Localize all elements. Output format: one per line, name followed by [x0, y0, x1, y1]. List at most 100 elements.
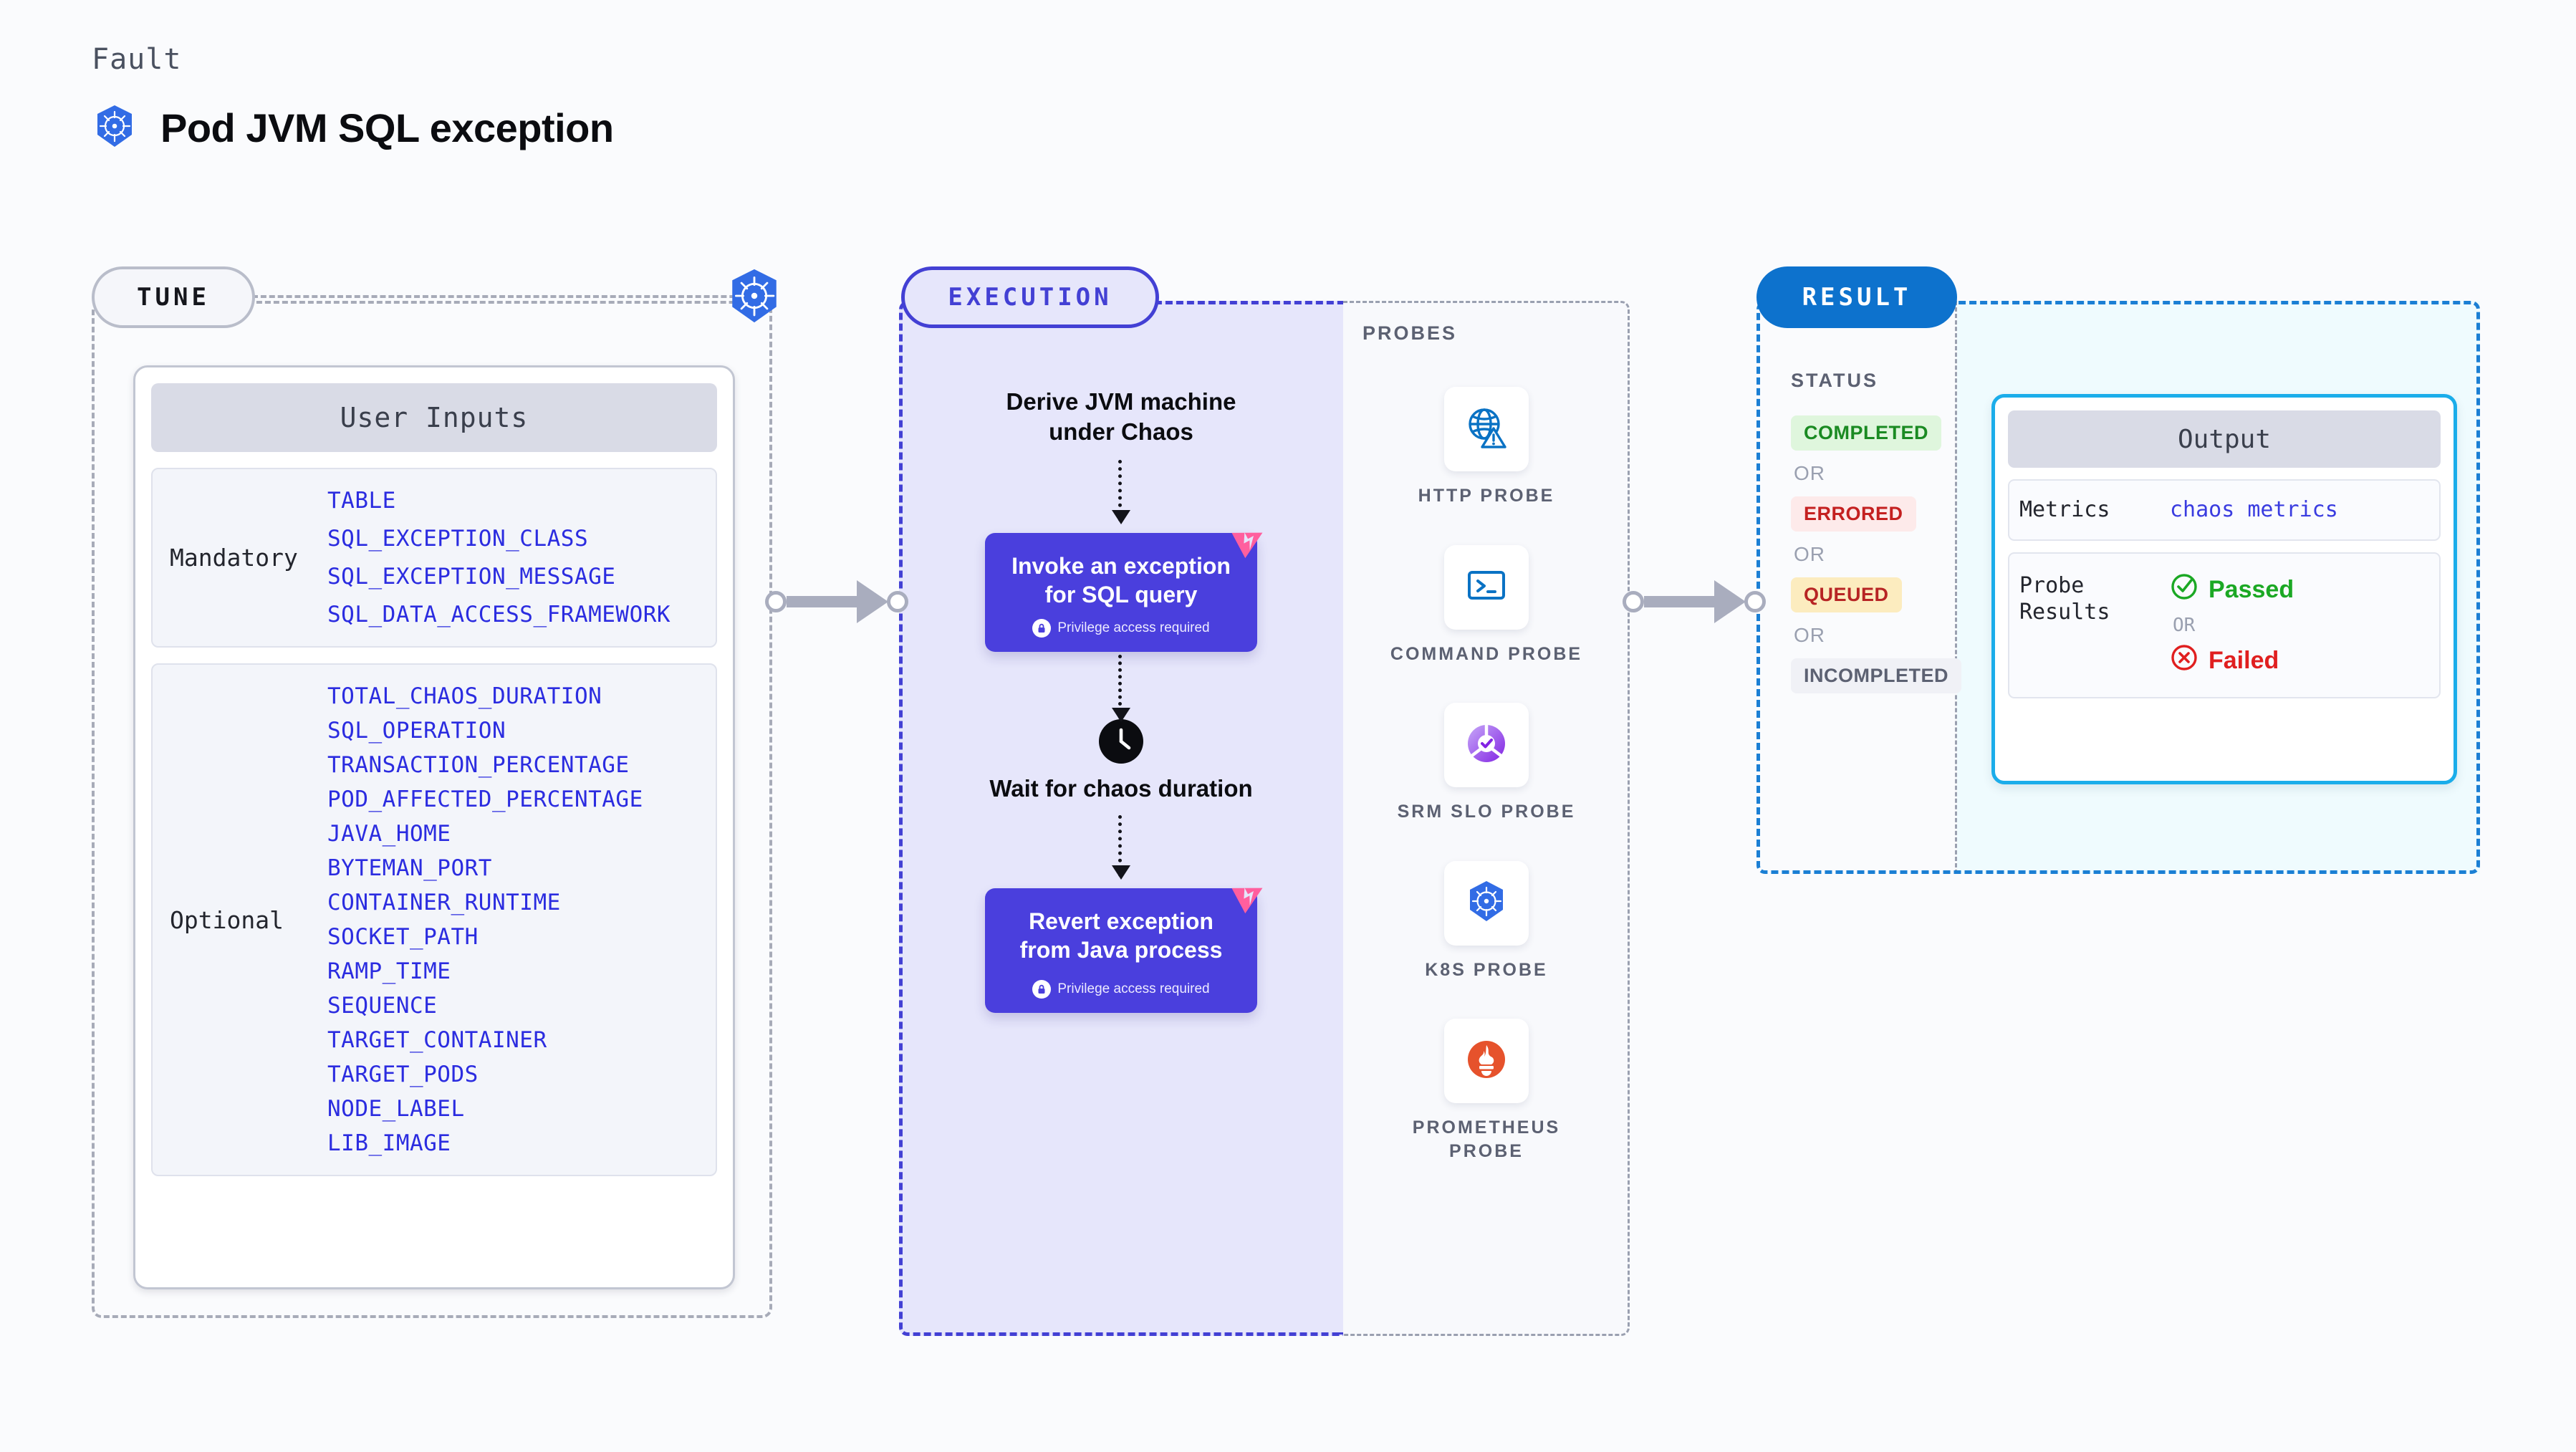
title-row: Pod JVM SQL exception: [92, 103, 614, 153]
probe-tile: [1444, 860, 1529, 946]
srm-slo-donut-check-icon: [1461, 718, 1512, 772]
connector-bar: [1644, 596, 1716, 607]
user-inputs-header: User Inputs: [151, 383, 717, 452]
param-item[interactable]: TRANSACTION_PERCENTAGE: [327, 752, 630, 778]
connector-start-dot: [1623, 591, 1644, 612]
output-card: Output Metrics chaos metrics Probe Resul…: [1991, 394, 2457, 784]
passed-text: Passed: [2209, 575, 2294, 603]
param-item[interactable]: POD_AFFECTED_PERCENTAGE: [327, 787, 643, 812]
clock-icon: [1099, 718, 1143, 764]
param-item[interactable]: TARGET_PODS: [327, 1062, 479, 1087]
param-list: TABLE SQL_EXCEPTION_CLASS SQL_EXCEPTION_…: [327, 488, 671, 628]
output-row-probe-results: Probe Results Passed OR: [2008, 552, 2441, 698]
connector-end-dot: [1744, 591, 1766, 612]
probe-item-srm-slo[interactable]: SRM SLO PROBE: [1379, 703, 1594, 824]
execution-card-revert[interactable]: Revert exception from Java process Privi…: [985, 888, 1263, 1013]
kubernetes-icon: [1464, 878, 1509, 928]
probe-results-label: Probe Results: [2019, 572, 2110, 625]
execution-card-invoke[interactable]: Invoke an exception for SQL query Privil…: [985, 532, 1263, 652]
status-label: STATUS: [1791, 370, 1878, 391]
execution-badge: EXECUTION: [901, 266, 1159, 328]
page-title: Pod JVM SQL exception: [160, 105, 614, 150]
param-item[interactable]: RAMP_TIME: [327, 958, 451, 984]
execution-flow: Derive JVM machine under Chaos Invoke an…: [899, 387, 1343, 1013]
page-header: Fault Pod JVM SQL exception: [92, 43, 614, 153]
connector-probes-to-result: [1623, 580, 1766, 623]
param-group-mandatory: Mandatory TABLE SQL_EXCEPTION_CLASS SQL_…: [151, 468, 717, 648]
connector-arrowhead-icon: [1714, 580, 1746, 623]
or-separator: OR: [1794, 462, 1825, 484]
probe-tile: [1444, 703, 1529, 787]
param-item[interactable]: SQL_DATA_ACCESS_FRAMEWORK: [327, 602, 671, 628]
kubernetes-icon: [92, 103, 138, 153]
or-separator: OR: [2173, 614, 2196, 636]
probe-item-command[interactable]: COMMAND PROBE: [1379, 544, 1594, 666]
probe-item-http[interactable]: HTTP PROBE: [1379, 387, 1594, 508]
probe-label: HTTP PROBE: [1418, 486, 1555, 506]
connector-arrowhead-icon: [857, 580, 888, 623]
flow-arrow-icon: [1112, 459, 1130, 524]
execution-card-title: Revert exception from Java process: [1019, 908, 1223, 963]
metrics-value[interactable]: chaos metrics: [2170, 497, 2338, 523]
param-group-label: Optional: [170, 905, 284, 934]
param-item[interactable]: CONTAINER_RUNTIME: [327, 890, 561, 915]
privilege-note: Privilege access required: [998, 618, 1244, 638]
probe-result-passed: Passed: [2170, 572, 2294, 607]
status-badge-completed: COMPLETED: [1791, 415, 1942, 451]
status-badge-queued: QUEUED: [1791, 577, 1902, 612]
probe-tile: [1444, 544, 1529, 630]
status-badge-incompleted: INCOMPLETED: [1791, 658, 1962, 693]
probes-list: HTTP PROBE COMMAND PROBE: [1343, 387, 1630, 1163]
connector-bar: [787, 596, 858, 607]
result-panel: [1756, 301, 2480, 874]
param-group-optional: Optional TOTAL_CHAOS_DURATION SQL_OPERAT…: [151, 663, 717, 1176]
privilege-note-text: Privilege access required: [1057, 981, 1210, 996]
connector-tune-to-execution: [765, 580, 908, 623]
param-item[interactable]: TARGET_CONTAINER: [327, 1027, 547, 1053]
param-item[interactable]: NODE_LABEL: [327, 1096, 465, 1122]
param-item[interactable]: BYTEMAN_PORT: [327, 855, 492, 881]
connector-start-dot: [765, 591, 787, 612]
probe-item-prometheus[interactable]: PROMETHEUS PROBE: [1379, 1019, 1594, 1163]
flow-arrow-icon: [1112, 814, 1130, 880]
x-circle-icon: [2170, 643, 2198, 678]
status-list: COMPLETED OR ERRORED OR QUEUED OR INCOMP…: [1791, 415, 1963, 693]
param-item[interactable]: SOCKET_PATH: [327, 924, 479, 950]
probe-label: K8S PROBE: [1425, 959, 1548, 980]
metrics-label: Metrics: [2019, 497, 2110, 522]
tune-dashed-connector: [252, 295, 761, 298]
probes-panel: [1343, 301, 1630, 1336]
param-item[interactable]: TABLE: [327, 488, 396, 514]
param-item[interactable]: SEQUENCE: [327, 993, 438, 1019]
param-list: TOTAL_CHAOS_DURATION SQL_OPERATION TRANS…: [327, 683, 643, 1156]
status-badge-errored: ERRORED: [1791, 496, 1916, 532]
probe-results-values: Passed OR Failed: [2170, 572, 2294, 678]
probe-label: COMMAND PROBE: [1390, 643, 1583, 664]
param-item[interactable]: LIB_IMAGE: [327, 1130, 451, 1156]
output-header: Output: [2008, 410, 2441, 468]
kubernetes-icon: [725, 266, 784, 325]
probe-label: SRM SLO PROBE: [1397, 802, 1576, 822]
param-item[interactable]: SQL_OPERATION: [327, 718, 506, 744]
probe-label: PROMETHEUS PROBE: [1412, 1117, 1561, 1161]
tune-badge: TUNE: [92, 266, 255, 328]
probes-label: PROBES: [1363, 322, 1458, 344]
lock-icon: [1032, 618, 1052, 638]
user-inputs-card: User Inputs Mandatory TABLE SQL_EXCEPTIO…: [133, 365, 735, 1289]
or-separator: OR: [1794, 543, 1825, 565]
probe-tile: [1444, 1019, 1529, 1103]
probe-item-k8s[interactable]: K8S PROBE: [1379, 860, 1594, 982]
prometheus-icon: [1464, 1037, 1509, 1086]
fault-label: Fault: [92, 43, 182, 76]
terminal-icon: [1464, 562, 1509, 612]
param-item[interactable]: JAVA_HOME: [327, 821, 451, 847]
failed-text: Failed: [2209, 646, 2279, 674]
param-item[interactable]: SQL_EXCEPTION_MESSAGE: [327, 564, 616, 590]
privilege-note: Privilege access required: [998, 979, 1244, 999]
output-row-metrics: Metrics chaos metrics: [2008, 479, 2441, 541]
param-item[interactable]: SQL_EXCEPTION_CLASS: [327, 526, 589, 552]
probe-result-failed: Failed: [2170, 643, 2294, 678]
step-wait-label: Wait for chaos duration: [989, 774, 1253, 802]
flow-arrow-icon: [1112, 654, 1130, 722]
param-item[interactable]: TOTAL_CHAOS_DURATION: [327, 683, 602, 709]
